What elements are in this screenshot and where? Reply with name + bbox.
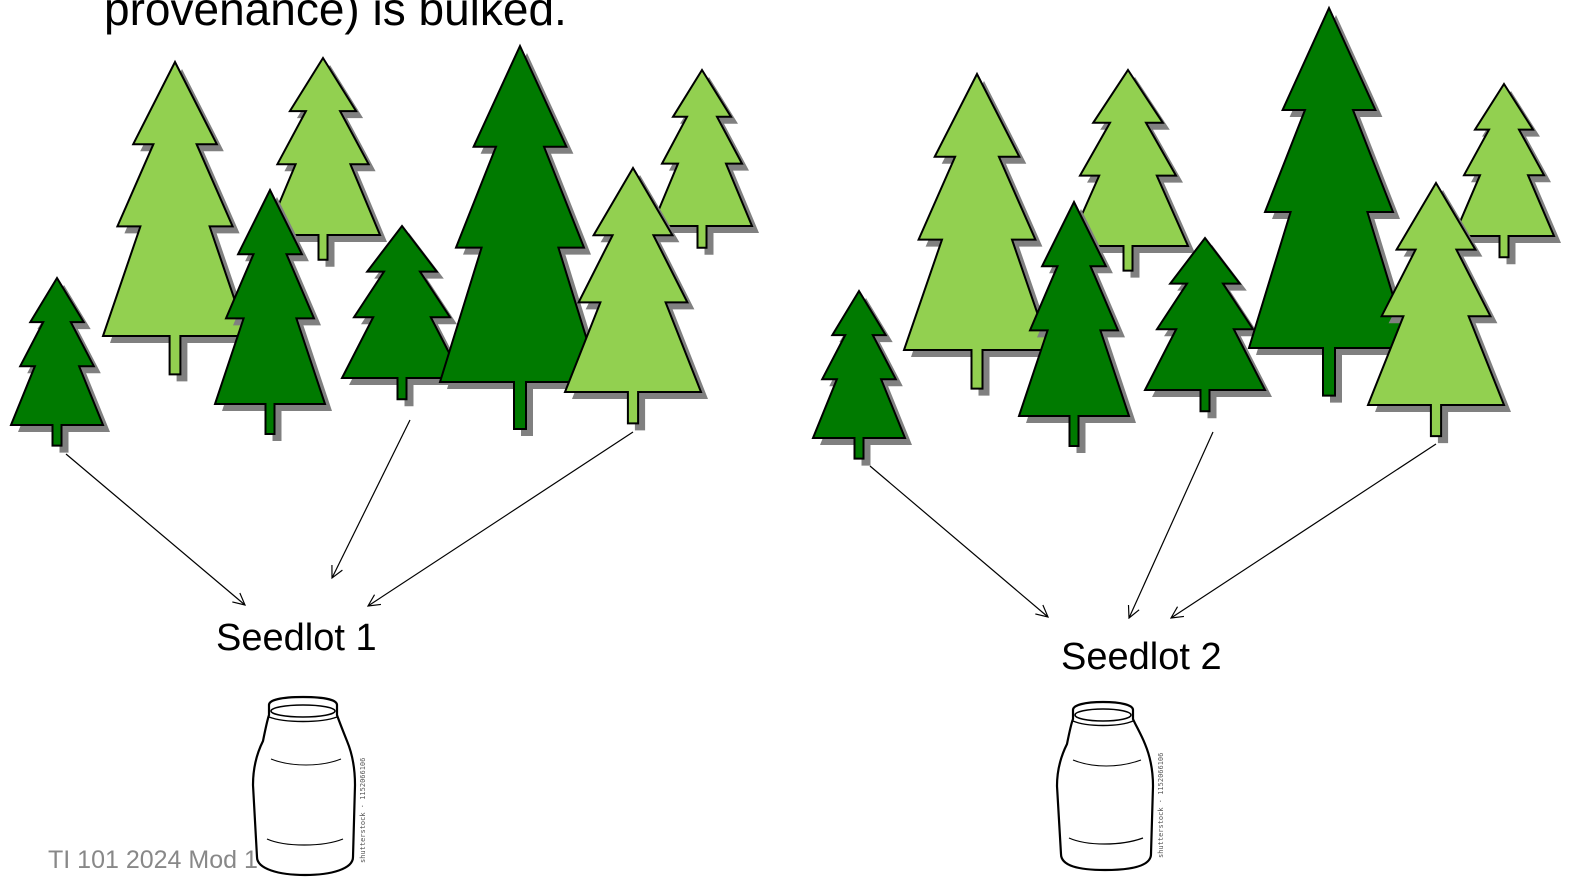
dark-green-tree bbox=[811, 289, 912, 466]
light-green-tree bbox=[264, 56, 387, 267]
light-green-tree bbox=[1066, 68, 1195, 278]
seedlot-2-label: Seedlot 2 bbox=[1061, 636, 1222, 678]
tree-body bbox=[902, 71, 1052, 390]
light-green-tree bbox=[650, 68, 759, 255]
slide-footer: TI 101 2024 Mod 1 bbox=[48, 846, 258, 874]
tree-body bbox=[1366, 181, 1506, 438]
tree-group bbox=[9, 5, 1561, 466]
tree-body bbox=[1017, 199, 1131, 447]
seed-jar-icon: shutterstock · 1152066106 bbox=[1055, 700, 1165, 872]
tree-body bbox=[650, 68, 754, 249]
arrow-group bbox=[65, 419, 1437, 618]
arrow-tree-to-seedlot-1 bbox=[332, 419, 411, 578]
arrow-tree-to-seedlot-2 bbox=[869, 465, 1048, 617]
tree-body bbox=[1066, 68, 1190, 272]
light-green-tree bbox=[902, 71, 1057, 396]
arrow-tree-to-seedlot-1 bbox=[65, 453, 245, 605]
dark-green-tree bbox=[9, 276, 110, 453]
arrow-tree-to-seedlot-2 bbox=[1171, 443, 1437, 618]
arrow-tree-to-seedlot-1 bbox=[368, 431, 634, 606]
tree-body bbox=[264, 56, 382, 261]
light-green-tree bbox=[1452, 82, 1561, 265]
tree-body bbox=[563, 166, 703, 425]
dark-green-tree bbox=[213, 187, 332, 441]
tree-body bbox=[811, 289, 907, 460]
dark-green-tree bbox=[1247, 5, 1416, 403]
jar-watermark: shutterstock · 1152066106 bbox=[359, 758, 367, 863]
dark-green-tree bbox=[1017, 199, 1136, 453]
tree-body bbox=[340, 224, 464, 401]
tree-body bbox=[1143, 236, 1267, 413]
tree-body bbox=[213, 187, 327, 435]
tree-body bbox=[1247, 5, 1411, 397]
slide-heading: provenance) is bulked. bbox=[104, 0, 567, 35]
seed-jar-icon: shutterstock · 1152066106 bbox=[251, 695, 367, 877]
dark-green-tree bbox=[1143, 236, 1272, 419]
seedlot-1-label: Seedlot 1 bbox=[216, 617, 377, 659]
light-green-tree bbox=[1366, 181, 1511, 444]
dark-green-tree bbox=[340, 224, 469, 407]
arrow-tree-to-seedlot-2 bbox=[1129, 431, 1214, 618]
light-green-tree bbox=[563, 166, 708, 431]
tree-body bbox=[1452, 82, 1556, 259]
dark-green-tree bbox=[438, 43, 607, 436]
tree-body bbox=[101, 59, 249, 376]
light-green-tree bbox=[101, 59, 254, 382]
jar-watermark: shutterstock · 1152066106 bbox=[1157, 753, 1165, 858]
tree-body bbox=[9, 276, 105, 447]
tree-body bbox=[438, 43, 602, 430]
